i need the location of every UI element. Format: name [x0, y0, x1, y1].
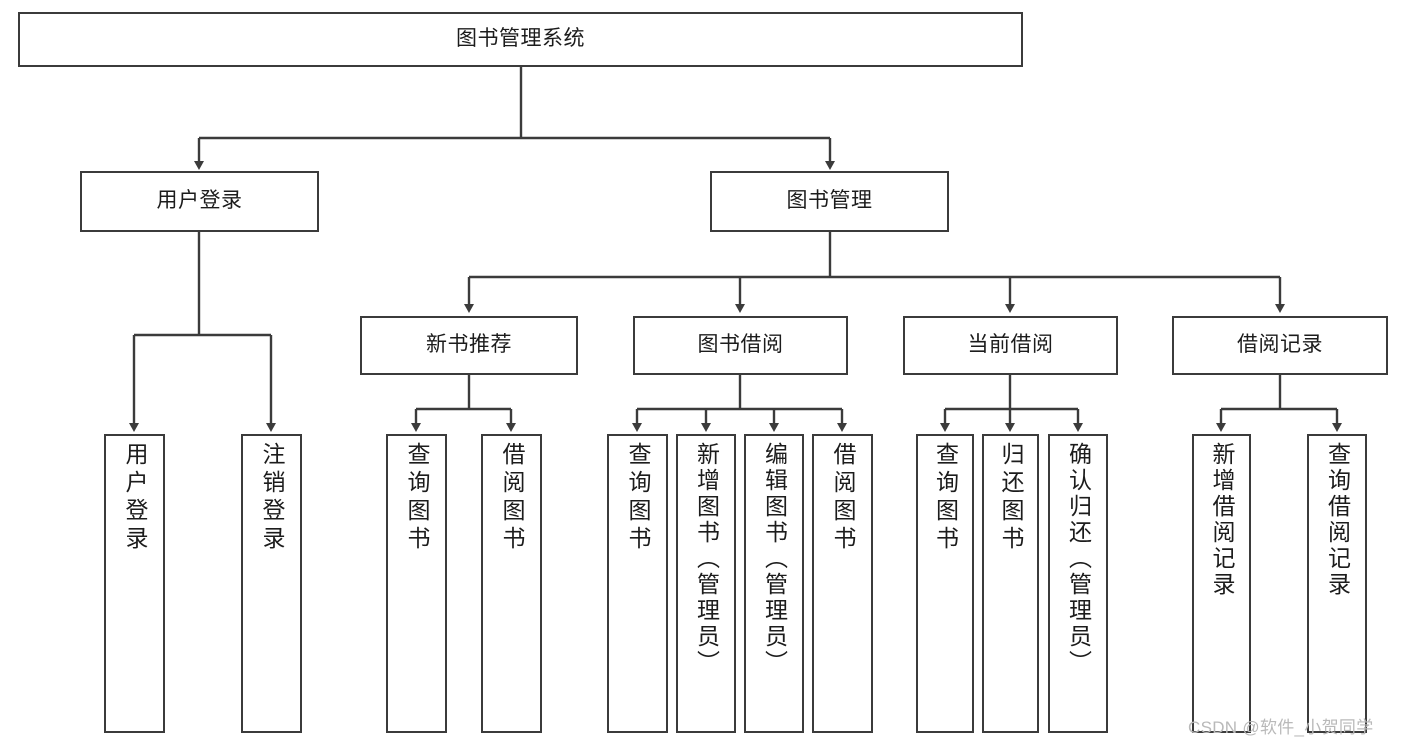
leaf-book-borrow-edit-admin[interactable]: 编辑图书（管理员）: [744, 434, 804, 733]
node-label: 新增图书（管理员）: [693, 442, 720, 676]
leaf-borrow-records-add[interactable]: 新增借阅记录: [1192, 434, 1251, 733]
leaf-current-borrow-return[interactable]: 归还图书: [982, 434, 1039, 733]
node-label: 图书管理系统: [456, 27, 585, 51]
node-label: 查询图书: [932, 442, 959, 554]
node-label: 借阅图书: [830, 442, 856, 554]
leaf-book-borrow-query[interactable]: 查询图书: [607, 434, 668, 733]
node-label: 借阅记录: [1237, 333, 1323, 357]
node-borrow-records[interactable]: 借阅记录: [1172, 316, 1388, 375]
leaf-new-book-query[interactable]: 查询图书: [386, 434, 447, 733]
node-label: 新增借阅记录: [1209, 442, 1235, 598]
leaf-book-borrow-add-admin[interactable]: 新增图书（管理员）: [676, 434, 736, 733]
node-label: 查询图书: [625, 442, 651, 554]
node-new-book-recommend[interactable]: 新书推荐: [360, 316, 578, 375]
node-label: 确认归还（管理员）: [1065, 442, 1092, 676]
leaf-new-book-borrow[interactable]: 借阅图书: [481, 434, 542, 733]
node-label: 图书借阅: [697, 333, 784, 357]
node-book-management[interactable]: 图书管理: [710, 171, 949, 232]
csdn-watermark: CSDN @软件_小贺同学: [1188, 718, 1374, 737]
leaf-current-borrow-confirm-admin[interactable]: 确认归还（管理员）: [1048, 434, 1108, 733]
node-user-login[interactable]: 用户登录: [80, 171, 319, 232]
node-label: 借阅图书: [499, 442, 525, 554]
node-label: 用户登录: [122, 442, 148, 554]
leaf-user-login-logout[interactable]: 注销登录: [241, 434, 302, 733]
node-current-borrow[interactable]: 当前借阅: [903, 316, 1118, 375]
node-label: 当前借阅: [967, 333, 1054, 357]
node-root-book-management-system[interactable]: 图书管理系统: [18, 12, 1023, 67]
node-label: 归还图书: [998, 442, 1024, 554]
node-label: 注销登录: [259, 442, 285, 554]
leaf-book-borrow-borrow[interactable]: 借阅图书: [812, 434, 873, 733]
node-label: 查询图书: [404, 442, 430, 554]
node-label: 图书管理: [786, 189, 873, 213]
leaf-borrow-records-query[interactable]: 查询借阅记录: [1307, 434, 1367, 733]
leaf-current-borrow-query[interactable]: 查询图书: [916, 434, 974, 733]
node-label: 查询借阅记录: [1324, 442, 1351, 598]
node-label: 新书推荐: [426, 333, 512, 357]
leaf-user-login-login[interactable]: 用户登录: [104, 434, 165, 733]
node-label: 用户登录: [156, 189, 243, 213]
node-book-borrow[interactable]: 图书借阅: [633, 316, 848, 375]
node-label: 编辑图书（管理员）: [761, 442, 788, 676]
